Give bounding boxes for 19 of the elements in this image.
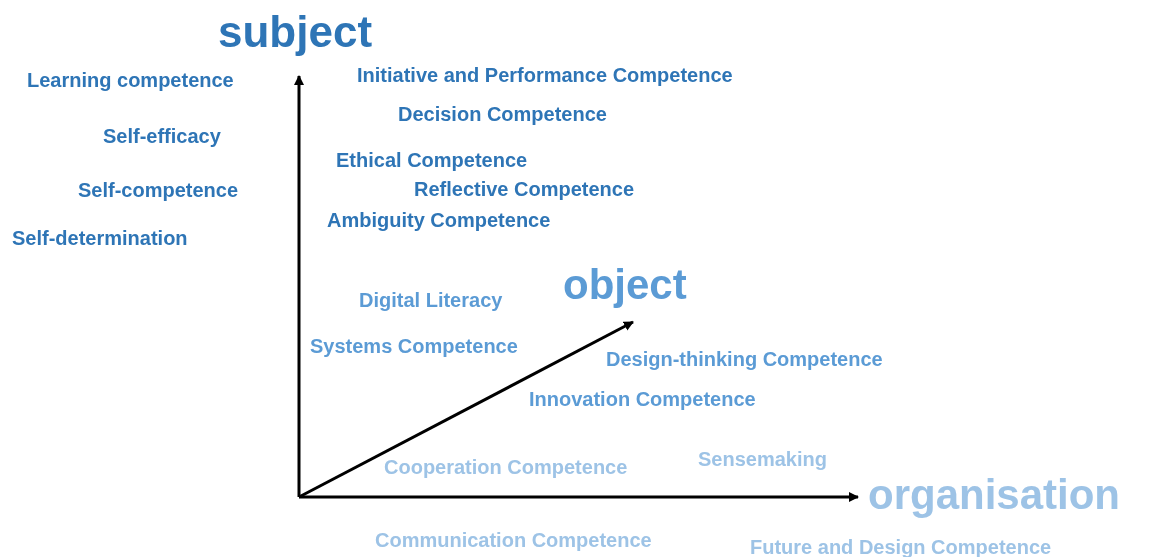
- competence-label: Learning competence: [27, 69, 234, 91]
- competence-label: Decision Competence: [398, 103, 607, 125]
- competence-label: Ethical Competence: [336, 149, 528, 171]
- competence-label: Ambiguity Competence: [327, 209, 551, 231]
- competence-label: Sensemaking: [698, 448, 827, 470]
- competence-label: Innovation Competence: [529, 388, 756, 410]
- competence-label: Systems Competence: [310, 335, 518, 357]
- competence-label: Self-efficacy: [103, 125, 221, 147]
- axis-title: object: [563, 262, 687, 309]
- competence-label: Digital Literacy: [359, 289, 503, 311]
- competence-label: Reflective Competence: [414, 178, 635, 200]
- competence-label: Self-competence: [78, 179, 239, 201]
- axis-title: subject: [218, 8, 373, 57]
- competence-label: Design-thinking Competence: [606, 348, 883, 370]
- competence-label: Cooperation Competence: [384, 456, 628, 478]
- competence-label: Self-determination: [12, 227, 188, 249]
- competence-label: Communication Competence: [375, 529, 652, 551]
- competence-label: Initiative and Performance Competence: [357, 64, 733, 86]
- axis-title: organisation: [868, 472, 1121, 519]
